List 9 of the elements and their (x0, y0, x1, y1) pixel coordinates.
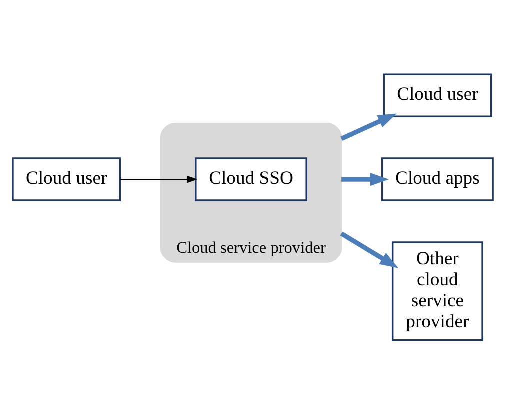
node-box: Cloud SSO (195, 158, 308, 202)
node-box: Cloud user (383, 74, 492, 118)
node-box: Other cloud service provider (392, 242, 484, 342)
arrow (342, 172, 390, 186)
node-box: Cloud user (12, 158, 122, 202)
node-box: Cloud apps (381, 158, 494, 202)
arrow (340, 114, 397, 142)
arrow (340, 232, 399, 268)
arrow (120, 176, 198, 184)
